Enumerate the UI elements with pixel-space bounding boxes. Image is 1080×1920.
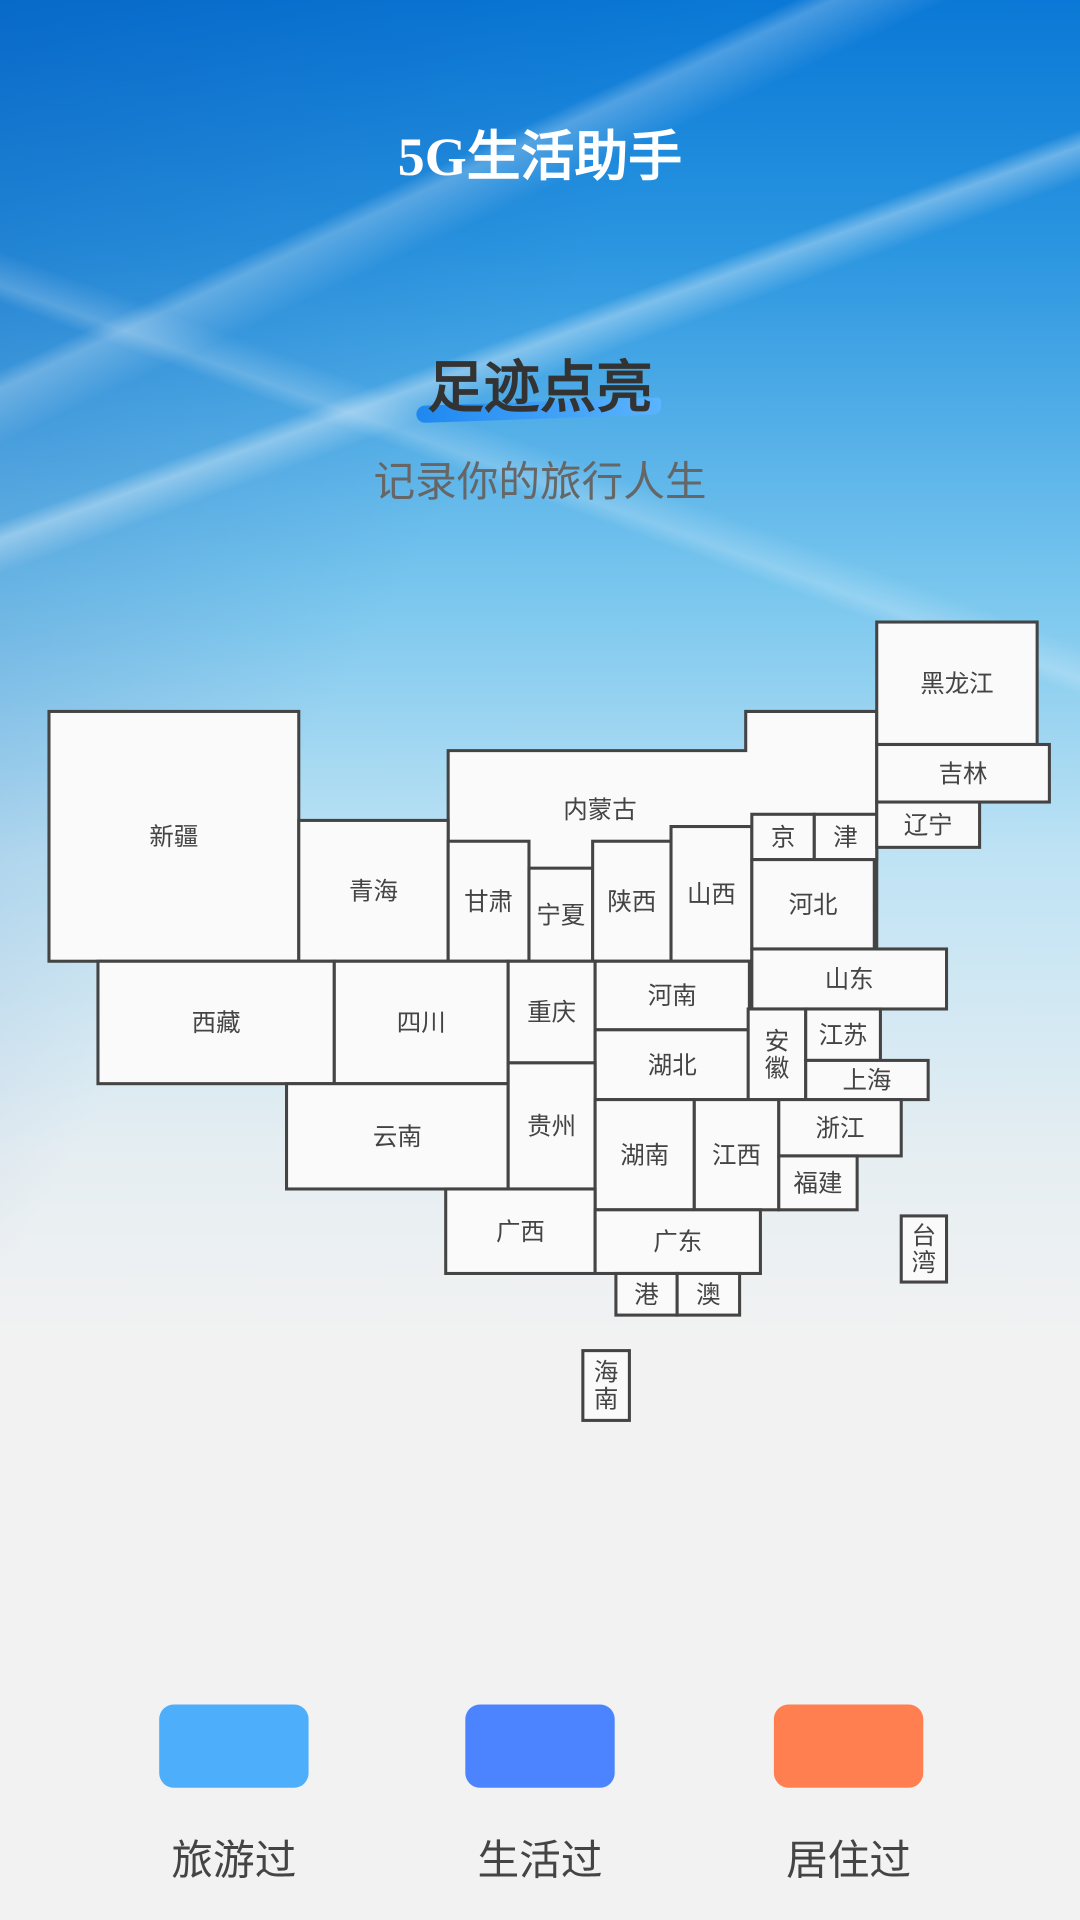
province-label: 内蒙古 [563,796,636,824]
province-label: 云南 [373,1123,422,1151]
province-label: 广西 [496,1218,545,1246]
province-shape[interactable] [96,959,336,1086]
province-shape[interactable] [675,1271,742,1317]
province-hebei[interactable]: 河北 [750,858,876,951]
province-label: 津 [833,824,857,852]
province-henan[interactable]: 河南 [593,959,751,1032]
legend-swatch-lived[interactable] [465,1704,615,1788]
province-xinjiang[interactable]: 新疆 [47,709,301,963]
province-shape[interactable] [750,812,816,862]
province-guangxi[interactable]: 广西 [444,1187,597,1276]
province-qinghai[interactable]: 青海 [297,818,450,963]
legend-label-travelled: 旅游过 [171,1837,297,1885]
province-guizhou[interactable]: 贵州 [506,1061,597,1191]
province-label: 港 [634,1281,658,1309]
province-shape[interactable] [506,1061,597,1191]
subtitle: 记录你的旅行人生 [373,459,707,506]
province-gansu[interactable]: 甘肃 [446,839,531,963]
province-label: 甘肃 [464,888,513,916]
province-beijing[interactable]: 京 [750,812,816,862]
province-label: 安徽 [765,1027,789,1082]
province-hubei[interactable]: 湖北 [593,1028,751,1102]
province-label: 黑龙江 [920,670,993,698]
legend-label-resided: 居住过 [786,1837,912,1885]
province-label: 台湾 [912,1222,936,1277]
province-label: 辽宁 [904,811,953,839]
province-shape[interactable] [875,800,982,849]
province-shape[interactable] [777,1154,859,1212]
legend-swatch-travelled[interactable] [159,1704,309,1788]
province-ningxia[interactable]: 宁夏 [527,866,595,963]
province-sichuan[interactable]: 四川 [332,959,510,1086]
province-shaanxi[interactable]: 陕西 [591,839,673,963]
province-fujian[interactable]: 福建 [777,1154,859,1212]
province-xizang[interactable]: 西藏 [96,959,336,1086]
app-title: 5G生活助手 [397,127,683,188]
province-label: 广东 [653,1228,702,1256]
province-liaoning[interactable]: 辽宁 [875,800,982,849]
province-label: 山西 [687,880,736,908]
province-label: 海南 [594,1359,618,1414]
province-label: 西藏 [192,1009,241,1037]
province-shape[interactable] [777,1098,903,1158]
province-shandong[interactable]: 山东 [750,947,949,1011]
province-label: 上海 [842,1067,891,1095]
province-label: 贵州 [527,1112,576,1140]
province-shanxi[interactable]: 山西 [669,825,754,963]
province-zhejiang[interactable]: 浙江 [777,1098,903,1158]
province-shape[interactable] [875,620,1039,747]
province-label: 河北 [789,891,838,919]
province-label: 青海 [349,877,398,905]
province-jiangxi[interactable]: 江西 [692,1098,781,1212]
province-label: 江苏 [819,1021,868,1049]
province-shape[interactable] [750,858,876,951]
province-label: 重庆 [527,999,576,1027]
province-shape[interactable] [899,1214,949,1284]
province-shanghai[interactable]: 上海 [804,1058,930,1102]
province-shape[interactable] [591,839,673,963]
province-label: 宁夏 [536,901,585,929]
province-shape[interactable] [750,947,949,1011]
province-label: 新疆 [149,823,198,851]
province-yunnan[interactable]: 云南 [285,1082,510,1191]
province-xianggang[interactable]: 港 [614,1271,679,1317]
province-label: 江西 [712,1141,761,1169]
province-label: 山东 [825,966,874,994]
province-label: 河南 [648,982,697,1010]
province-label: 湖南 [620,1141,669,1169]
province-label: 陕西 [607,888,656,916]
province-shape[interactable] [581,1349,631,1422]
province-shape[interactable] [875,742,1051,804]
province-label: 四川 [397,1010,446,1037]
province-label: 京 [771,824,795,852]
province-tianjin[interactable]: 津 [812,812,879,862]
province-label: 浙江 [816,1114,865,1142]
province-label: 吉林 [939,760,988,788]
province-jilin[interactable]: 吉林 [875,742,1051,804]
province-chongqing[interactable]: 重庆 [506,959,597,1065]
legend-swatch-resided[interactable] [773,1704,924,1788]
headline: 足迹点亮 [427,355,653,419]
province-shape[interactable] [593,1098,696,1212]
province-label: 湖北 [648,1051,697,1079]
province-shape[interactable] [506,959,597,1065]
province-label: 澳 [696,1281,720,1309]
province-shape[interactable] [444,1187,597,1276]
province-taiwan[interactable]: 台湾 [899,1214,949,1284]
province-jiangsu[interactable]: 江苏 [804,1007,882,1062]
province-hainan[interactable]: 海南 [581,1349,631,1422]
province-shape[interactable] [614,1271,679,1317]
province-anhui[interactable]: 安徽 [746,1007,808,1102]
province-shape[interactable] [285,1082,510,1191]
province-heilongjiang[interactable]: 黑龙江 [875,620,1039,747]
province-shape[interactable] [593,959,751,1032]
province-guangdong[interactable]: 广东 [593,1208,762,1276]
province-aomen[interactable]: 澳 [675,1271,742,1317]
legend-label-lived: 生活过 [477,1837,603,1885]
province-shape[interactable] [332,959,510,1086]
province-label: 福建 [793,1169,842,1197]
province-hunan[interactable]: 湖南 [593,1098,696,1212]
